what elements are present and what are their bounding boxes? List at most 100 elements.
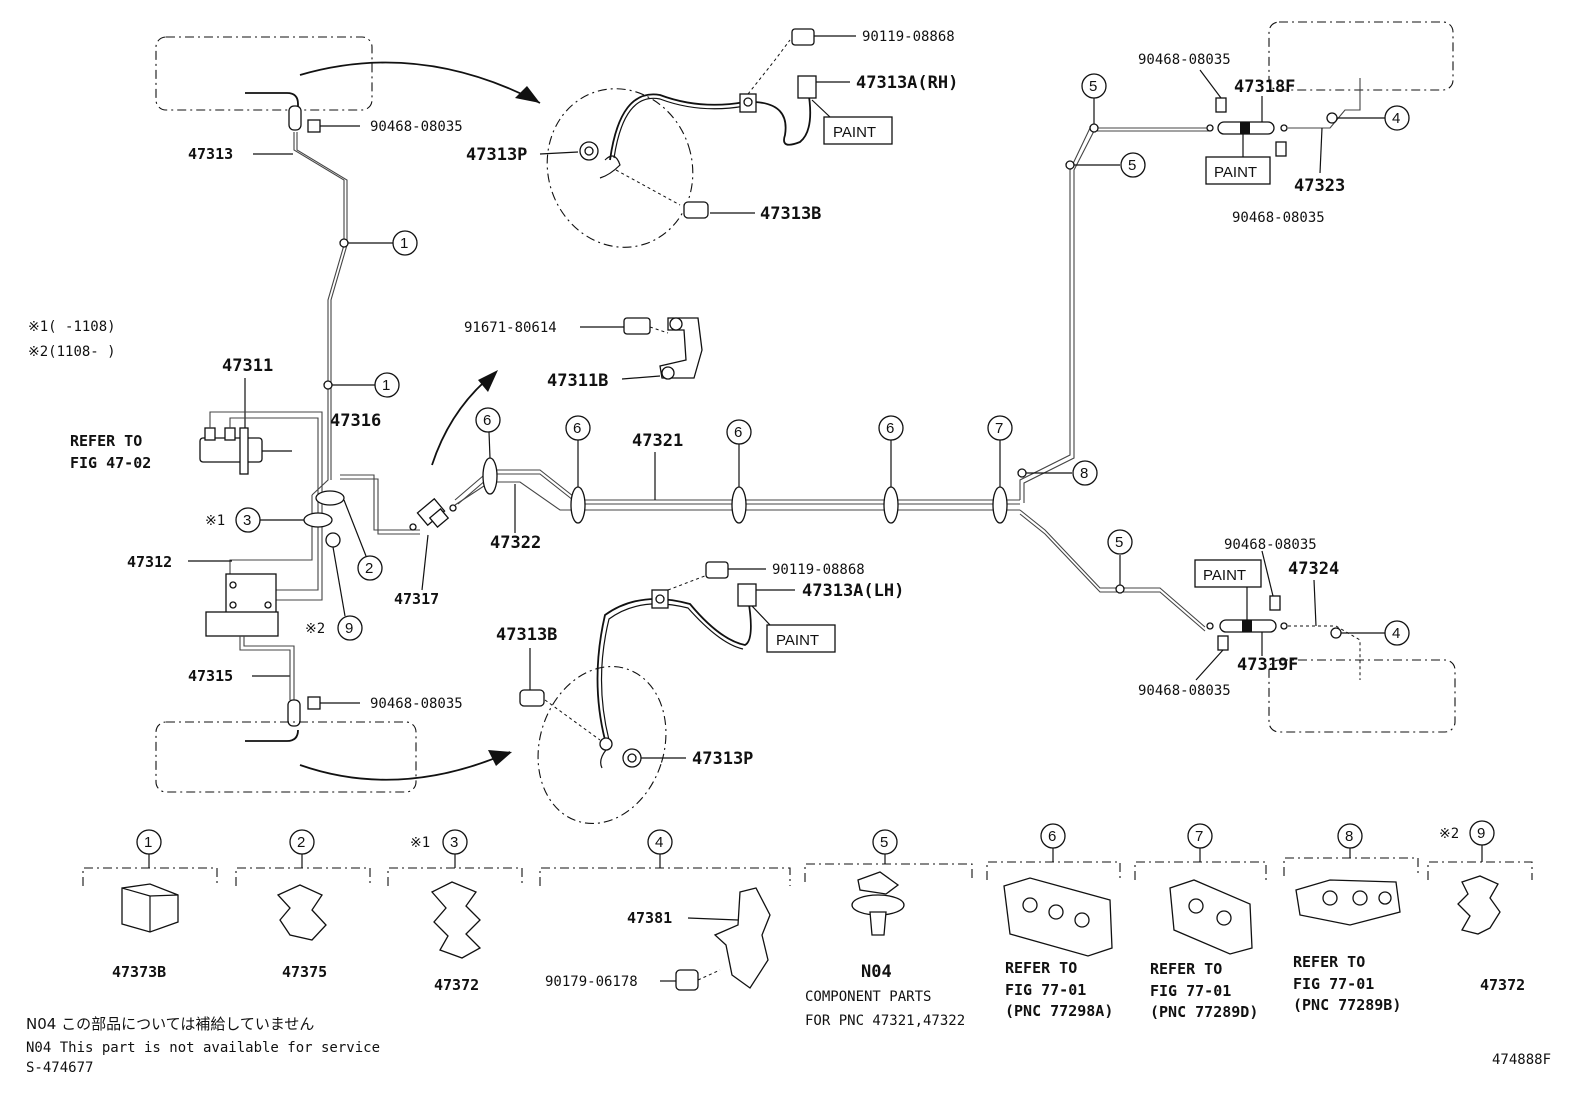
pipe-47315: [239, 636, 291, 700]
footer-figure-number: 474888F: [1492, 1052, 1551, 1068]
callout-2: [357, 555, 383, 581]
label-fig-47-02: FIG 47-02: [70, 454, 151, 472]
hose-elbow-bottom-left: [245, 729, 299, 742]
label-47313A-lh: 47313A(LH): [802, 581, 904, 601]
legend-3: ※1 3 47372: [387, 829, 523, 994]
label-90468-br2: 90468-08035: [1138, 683, 1231, 699]
footer-japanese-note: N04 この部品については補給していません: [26, 1015, 314, 1033]
legend-ref-8c: (PNC 77289B): [1293, 996, 1401, 1014]
bolt-90179-icon: [675, 969, 699, 991]
bolt-47313B-top: [683, 201, 709, 219]
bolt-91671: [623, 317, 651, 335]
svg-text:8: 8: [1080, 465, 1088, 482]
clamp-6d: [883, 486, 899, 524]
label-47311: 47311: [222, 356, 273, 376]
pipe-left-vertical: [293, 132, 345, 496]
arrowhead-top-left: [515, 86, 540, 103]
legend-part-47372-a: 47372: [434, 976, 479, 994]
label-91671: 91671-80614: [464, 320, 557, 336]
legend-ref-7c: (PNC 77289D): [1150, 1003, 1258, 1021]
svg-text:5: 5: [1089, 78, 1097, 95]
note-1: ※1( -1108): [28, 319, 116, 335]
legend-1: 1 47373B: [82, 829, 218, 981]
clip-tr1-icon: [1215, 97, 1227, 113]
clamp-ellipse-c: [325, 532, 341, 548]
clip-90468-bottom-left-icon: [307, 696, 321, 710]
pipe-47321: [454, 469, 1020, 501]
svg-text:7: 7: [995, 420, 1003, 437]
legend-mark-3: ※1: [410, 835, 430, 851]
note-2: ※2(1108- ): [28, 344, 116, 360]
pipe-47316: [340, 474, 420, 531]
svg-text:4: 4: [1392, 110, 1400, 127]
label-47311B: 47311B: [547, 371, 608, 391]
brake-hose-rh: [609, 93, 746, 161]
legend-desc-5a: COMPONENT PARTS: [805, 989, 931, 1005]
legend-ref-8a: REFER TO: [1293, 953, 1365, 971]
label-47321: 47321: [632, 431, 683, 451]
clip-5a: [1065, 160, 1075, 170]
wheel-area-box-bottom-right: [1268, 659, 1456, 733]
svg-text:6: 6: [734, 424, 742, 441]
legend-part-90179: 90179-06178: [545, 974, 638, 990]
clip-N04-icon: [857, 871, 900, 895]
paint-label-rh: PAINT: [833, 124, 876, 141]
label-90468-br1: 90468-08035: [1224, 537, 1317, 553]
label-47313B-bottom: 47313B: [496, 625, 557, 645]
label-47323: 47323: [1294, 176, 1345, 196]
pipe-right-down: [1019, 509, 1206, 628]
clip-marker-1b: [323, 380, 333, 390]
paint-box-br: [1194, 559, 1262, 588]
clamp-6c: [731, 486, 747, 524]
bracket-47381-icon: [713, 887, 771, 989]
svg-text:1: 1: [382, 377, 390, 394]
svg-text:2: 2: [365, 560, 373, 577]
label-47318F: 47318F: [1234, 77, 1295, 97]
paint-box-lh: [766, 624, 836, 653]
paint-label-tr: PAINT: [1214, 164, 1257, 181]
arrow-top-left: [299, 61, 541, 104]
wheel-hub-outline-bottom: [537, 665, 667, 825]
clamp-7: [992, 486, 1008, 524]
legend-ref-6b: FIG 77-01: [1005, 981, 1086, 999]
label-47313B-top: 47313B: [760, 204, 821, 224]
pipe-47322: [454, 481, 1020, 511]
legend-mark-9: ※2: [1439, 826, 1459, 842]
callout-8: [1072, 460, 1098, 486]
label-90468-top-left: 90468-08035: [370, 119, 463, 135]
legend-6: 6 REFER TO FIG 77-01 (PNC 77298A): [986, 823, 1121, 1020]
bolt-90119-top: [791, 28, 815, 46]
legend-9: ※2 9 47372: [1427, 820, 1533, 994]
legend-ref-8b: FIG 77-01: [1293, 975, 1374, 993]
legend-5: 5 N04 COMPONENT PARTS FOR PNC 47321,4732…: [804, 829, 973, 1029]
bleeder-47313A-rh: [797, 75, 817, 99]
svg-text:1: 1: [400, 235, 408, 252]
wheel-area-box-bottom-left: [155, 721, 417, 793]
legend-part-47381: 47381: [627, 909, 672, 927]
svg-text:6: 6: [573, 420, 581, 437]
label-47313P-top: 47313P: [466, 145, 527, 165]
wheel-area-box-top-left: [155, 36, 373, 111]
label-47313P-bottom: 47313P: [692, 749, 753, 769]
svg-text:7: 7: [1195, 828, 1203, 845]
fitting-top-left: [288, 105, 302, 131]
label-47313A-rh: 47313A(RH): [856, 73, 958, 93]
brake-hose-lh: [596, 597, 752, 741]
arrow-bottom-left: [299, 751, 511, 781]
svg-text:9: 9: [1477, 825, 1485, 842]
clamp-77289B-icon: [1295, 879, 1401, 926]
legend-part-47375: 47375: [282, 963, 327, 981]
bleeder-47313A-lh: [737, 583, 757, 607]
callout-9: [337, 615, 363, 641]
svg-text:6: 6: [886, 420, 894, 437]
svg-text:6: 6: [1048, 828, 1056, 845]
legend-part-47372-b: 47372: [1480, 976, 1525, 994]
paint-label-br: PAINT: [1203, 567, 1246, 584]
label-90468-tr2: 90468-08035: [1232, 210, 1325, 226]
svg-text:2: 2: [297, 834, 305, 851]
label-90468-bottom-left: 90468-08035: [370, 696, 463, 712]
legend-part-47373B: 47373B: [112, 963, 166, 981]
clamp-ellipse-b: [303, 512, 333, 528]
bolt-90119-bottom: [705, 561, 729, 579]
